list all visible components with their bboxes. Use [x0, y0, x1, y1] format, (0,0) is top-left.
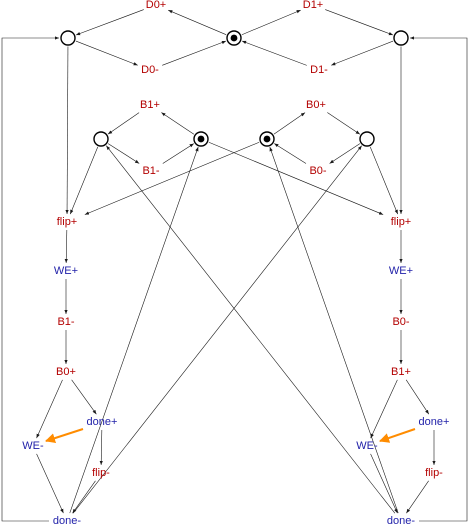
- arc-flipmr-to-donemr: [406, 480, 429, 514]
- arc-d1m-to-pdc: [241, 40, 307, 66]
- arcs-layer: [1, 9, 468, 522]
- token: [230, 34, 238, 42]
- transitions-layer: D0+ D0- D1+ D1- B1+ B1- B0+ B0- flip+ WE+ B1- B0+ do…: [22, 0, 449, 526]
- place: [359, 131, 375, 147]
- arc-pdc-to-d0p: [168, 9, 227, 35]
- arc-pb0b-to-b0pt: [273, 112, 306, 135]
- feedback-arc-left: [1, 36, 59, 522]
- place: [93, 131, 109, 147]
- transition-flip-: flip+: [57, 216, 78, 228]
- transition-done-: done-: [53, 515, 81, 526]
- arc-pb1a-to-b1mt: [107, 143, 140, 164]
- transition-flip-: flip-: [425, 467, 443, 479]
- transition-we-: WE+: [54, 265, 78, 277]
- transition-b1-: B1+: [140, 99, 160, 111]
- arc-b0pl-to-donel: [71, 379, 97, 415]
- transition-b0-: B0-: [392, 316, 409, 328]
- arc-pd0-to-d0m: [75, 40, 138, 66]
- arc-d0p-to-pd0: [75, 9, 144, 36]
- arc-pb0a-to-b0mt: [329, 143, 361, 164]
- arc-pb0b-to-flipl: [84, 141, 260, 215]
- arc-pb1b-to-b1pt: [161, 112, 195, 135]
- transition-d0-: D0+: [146, 0, 167, 11]
- arc-donemr-to-pb1a: [106, 145, 396, 514]
- arc-doneml-to-pb1b: [69, 146, 199, 514]
- arc-pb1b-to-flipr: [208, 141, 384, 215]
- arc-flipml-to-doneml: [72, 480, 96, 514]
- places-layer: [60, 30, 409, 147]
- arc-d1p-to-pd1: [325, 9, 394, 36]
- transition-d0-: D0-: [141, 64, 159, 76]
- highlight-arc-donel-to-weml: [45, 428, 84, 443]
- transition-b1-: B1-: [142, 165, 159, 177]
- transition-flip-: flip-: [92, 467, 110, 479]
- arc-b0mt-to-pb0b: [274, 143, 307, 164]
- transition-b1-: B1+: [391, 366, 411, 378]
- marked-place: [259, 131, 275, 147]
- arc-b0pl-to-weml: [36, 379, 63, 439]
- transition-d1-: D1+: [303, 0, 324, 11]
- token: [263, 135, 271, 143]
- transition-b1-: B1-: [57, 316, 74, 328]
- arc-donel-to-flipml: [99, 429, 103, 466]
- arc-b1mt-to-pb1b: [162, 143, 195, 164]
- transition-we-: WE+: [389, 265, 413, 277]
- transition-done-: done+: [419, 416, 450, 428]
- arc-pb1a-to-flipl: [69, 146, 99, 215]
- arc-flipl-to-wepl: [64, 229, 68, 264]
- transition-flip-: flip+: [391, 216, 412, 228]
- place: [393, 30, 409, 46]
- arc-pd1-to-d1m: [331, 40, 394, 66]
- marked-place: [226, 30, 242, 46]
- marked-place: [193, 131, 209, 147]
- transition-we-: WE-: [22, 440, 44, 452]
- place: [60, 30, 76, 46]
- token: [197, 135, 205, 143]
- transition-d1-: D1-: [310, 64, 328, 76]
- arc-donemr-to-pb0b: [269, 146, 399, 514]
- arc-b1pr-to-doner: [405, 379, 430, 415]
- arc-b0pt-to-pb0a: [327, 112, 361, 135]
- highlight-arc-doner-to-wemr: [379, 428, 416, 443]
- arc-doneml-to-pb0a: [72, 145, 362, 514]
- transition-done-: done-: [387, 515, 415, 526]
- arc-d0m-to-pdc: [162, 40, 227, 66]
- arc-weml-to-doneml: [36, 453, 64, 514]
- arc-b1pr-to-wemr: [370, 379, 398, 439]
- transition-b0-: B0+: [306, 99, 326, 111]
- arc-pb0a-to-flipr: [369, 146, 399, 215]
- arc-pd0-to-flipl: [65, 46, 69, 215]
- transition-we-: WE-: [356, 440, 378, 452]
- arc-b1pt-to-pb1a: [107, 112, 140, 135]
- arc-pdc-to-d1p: [241, 9, 301, 36]
- arc-wemr-to-donemr: [370, 453, 398, 514]
- transition-b0-: B0-: [309, 165, 326, 177]
- transition-done-: done+: [87, 416, 118, 428]
- transition-b0-: B0+: [56, 366, 76, 378]
- feedback-arc-right: [410, 36, 468, 522]
